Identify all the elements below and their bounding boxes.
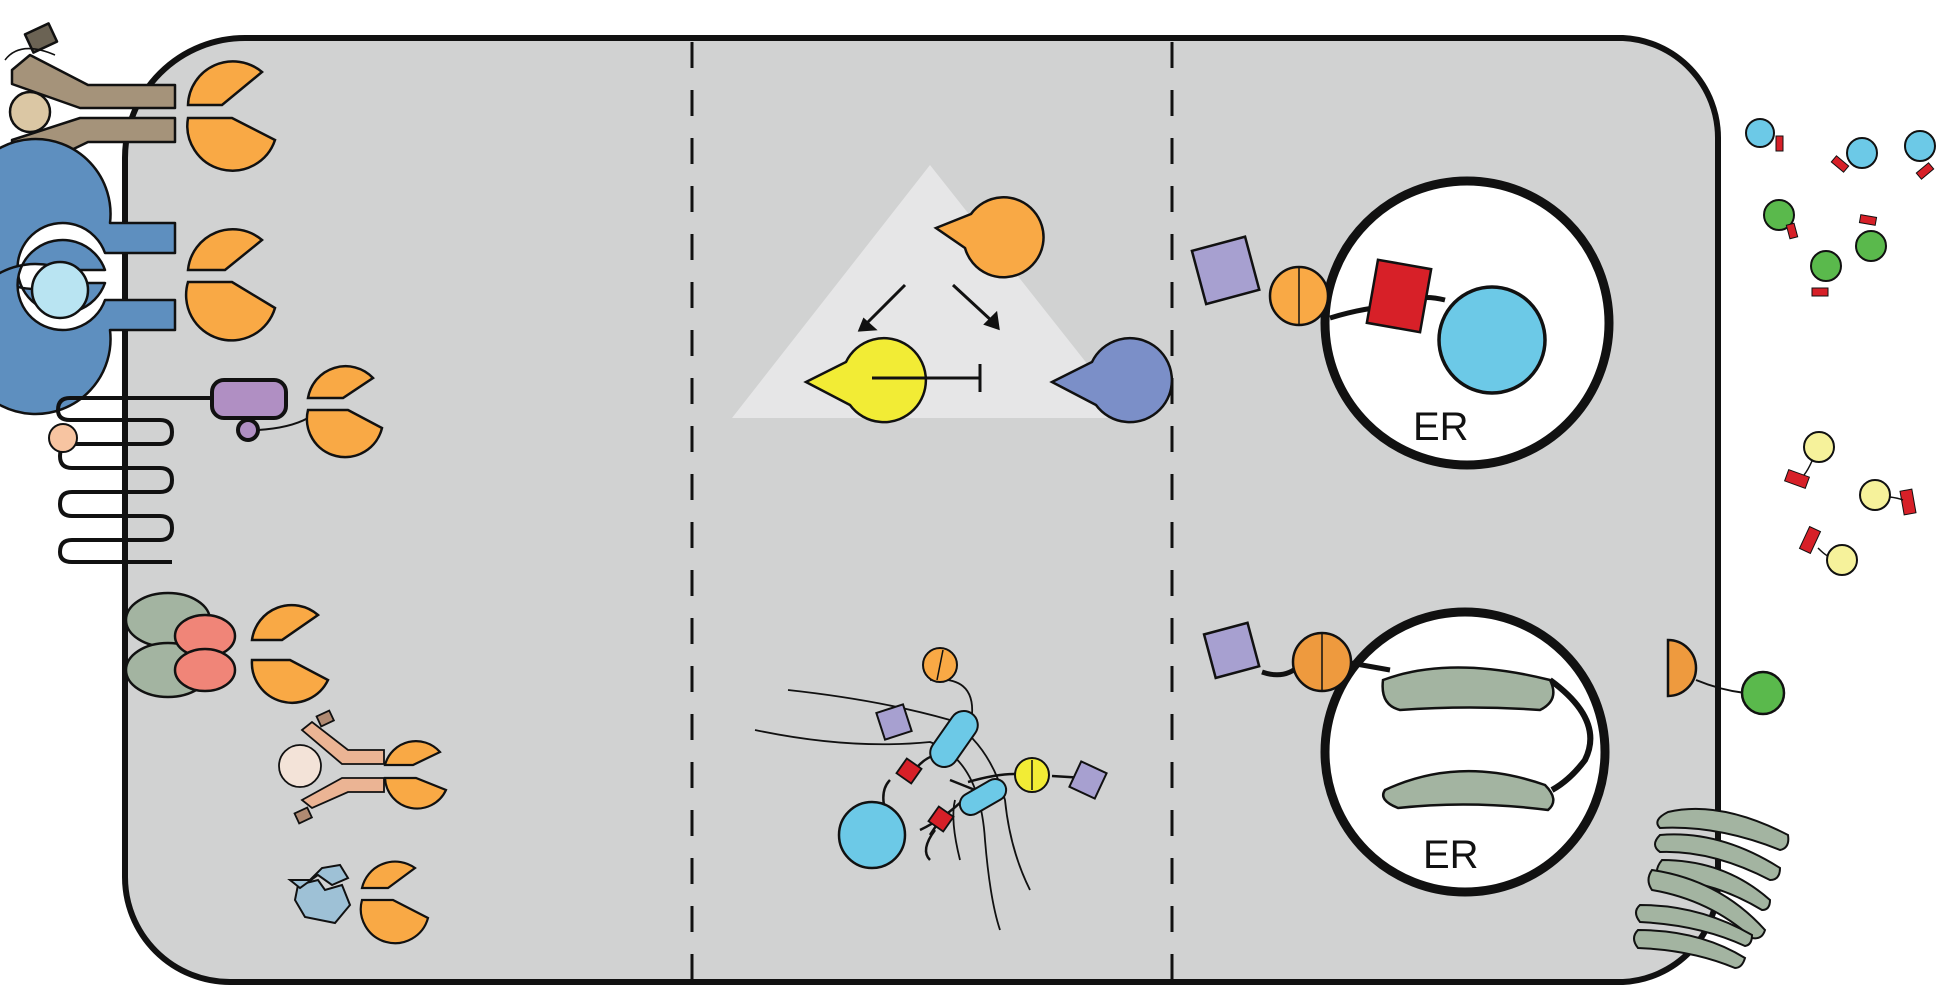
er-top-lavender-square xyxy=(1190,235,1261,306)
er-bottom-lavender-square xyxy=(1202,621,1261,680)
network-red-square-1 xyxy=(895,757,923,785)
regulation-triangle xyxy=(732,165,1174,424)
network-red-square-2 xyxy=(927,805,955,833)
er-bottom-label: ER xyxy=(1423,833,1479,877)
enzyme-pair-6 xyxy=(359,860,430,945)
network-lavender-square-2 xyxy=(1068,760,1108,800)
enzyme-pair-2 xyxy=(184,228,277,342)
nanobody-receptor xyxy=(287,863,352,925)
er-top-cyan-protein xyxy=(1437,285,1547,395)
er-complex-bottom: ER xyxy=(1202,607,1610,897)
enzyme-blue xyxy=(1049,336,1174,424)
dimer-receptor xyxy=(124,591,237,699)
extracellular-ligands-cyan xyxy=(1745,118,1936,180)
small-antibody xyxy=(278,709,385,825)
network-cyan-capsule-2 xyxy=(958,778,1008,816)
network-lavender-square xyxy=(875,703,913,741)
protein-network xyxy=(754,647,1108,931)
network-cyan-hub xyxy=(837,800,907,870)
surface-binder-green-ligand xyxy=(1740,670,1786,716)
er-bottom-membrane-upper xyxy=(1381,666,1555,712)
er-top-label: ER xyxy=(1413,405,1469,449)
surface-binder xyxy=(1666,638,1786,716)
er-top-red-square xyxy=(1365,258,1433,334)
gpcr-receptor xyxy=(48,396,210,564)
enzyme-yellow xyxy=(803,336,928,424)
enzyme-pair-4 xyxy=(250,603,330,704)
enzyme-pair-3 xyxy=(305,364,384,459)
er-complex-top: ER xyxy=(1190,176,1614,470)
g-protein-adaptor xyxy=(210,378,309,442)
cytokine-receptor xyxy=(0,137,177,416)
network-cyan-capsule-1 xyxy=(929,710,979,768)
regulation-arrows xyxy=(857,283,1000,392)
enzyme-pair-1 xyxy=(186,60,277,172)
extracellular-ligands-green xyxy=(1763,199,1887,297)
er-bottom-membrane-lower xyxy=(1381,769,1555,812)
extracellular-ligands-yellow xyxy=(1783,431,1917,576)
golgi-stack xyxy=(1633,807,1790,970)
enzyme-orange-top xyxy=(933,196,1045,279)
enzyme-pair-5 xyxy=(383,740,448,810)
